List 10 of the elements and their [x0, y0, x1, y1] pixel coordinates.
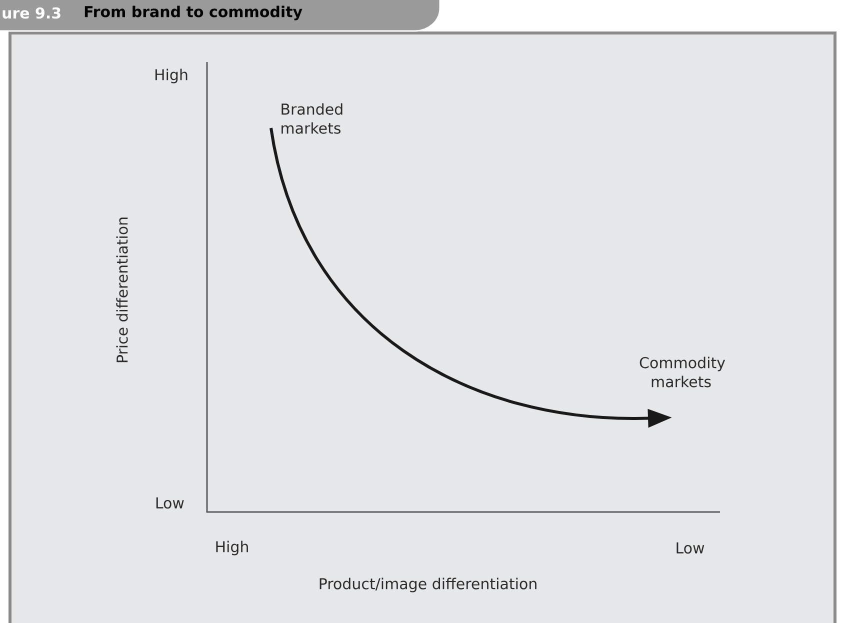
title: From brand to commodity [84, 6, 302, 20]
curve-label: Branded markets [282, 103, 342, 134]
axis-title: Product/image differentiation [320, 578, 536, 592]
axis-title: Price differentiation [116, 218, 128, 362]
figure-number: ure 9.3 [2, 7, 60, 19]
axis-label: Low [676, 542, 704, 554]
axis-label: Low [156, 497, 184, 509]
curve-label: Commodity markets [640, 356, 726, 388]
axis-label: High [216, 540, 248, 556]
axis-label: High [155, 68, 188, 84]
